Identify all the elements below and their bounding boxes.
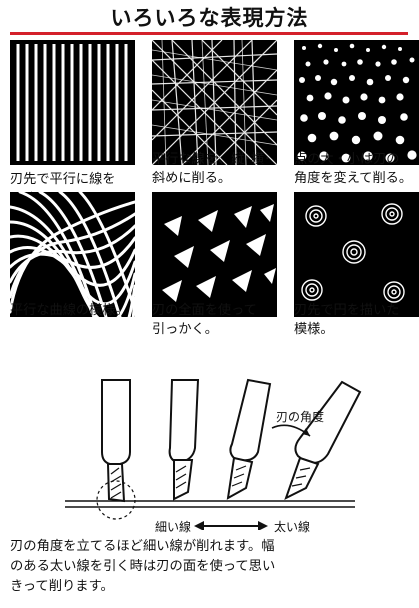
brush-strokes-pattern-icon [152,192,277,317]
curved-lines-pattern-icon [10,192,135,317]
explanation-note: 刃の角度を立てるほど細い線が削れます。幅 のある太い線を引く時は刃の面を使って思… [10,539,276,594]
title-underline [10,32,408,35]
dots-pattern-icon [294,40,419,165]
thin-line-label: 細い線 [155,520,192,534]
crosshatch-pattern-icon [152,40,277,165]
tile-caption: 刃の全面を使って 引っかく。 [152,303,257,337]
tile-caption: 刃先で円を描いた 模様。 [294,303,400,337]
tile-caption: 平行な曲線の模様。 [10,303,129,318]
tile-caption: 平行な線を、縦･横･ 斜めに削る。 [152,152,271,186]
tile-caption: 点の大・小は刃の 角度を変えて削る。 [294,152,413,186]
blade-angle-label: 刃の角度 [276,410,325,424]
circles-pattern-icon [294,192,419,317]
carving-diagram [65,378,362,530]
thick-line-label: 太い線 [274,520,311,534]
vertical-lines-pattern-icon [10,40,135,165]
page-title: いろいろな表現方法 [110,6,309,30]
